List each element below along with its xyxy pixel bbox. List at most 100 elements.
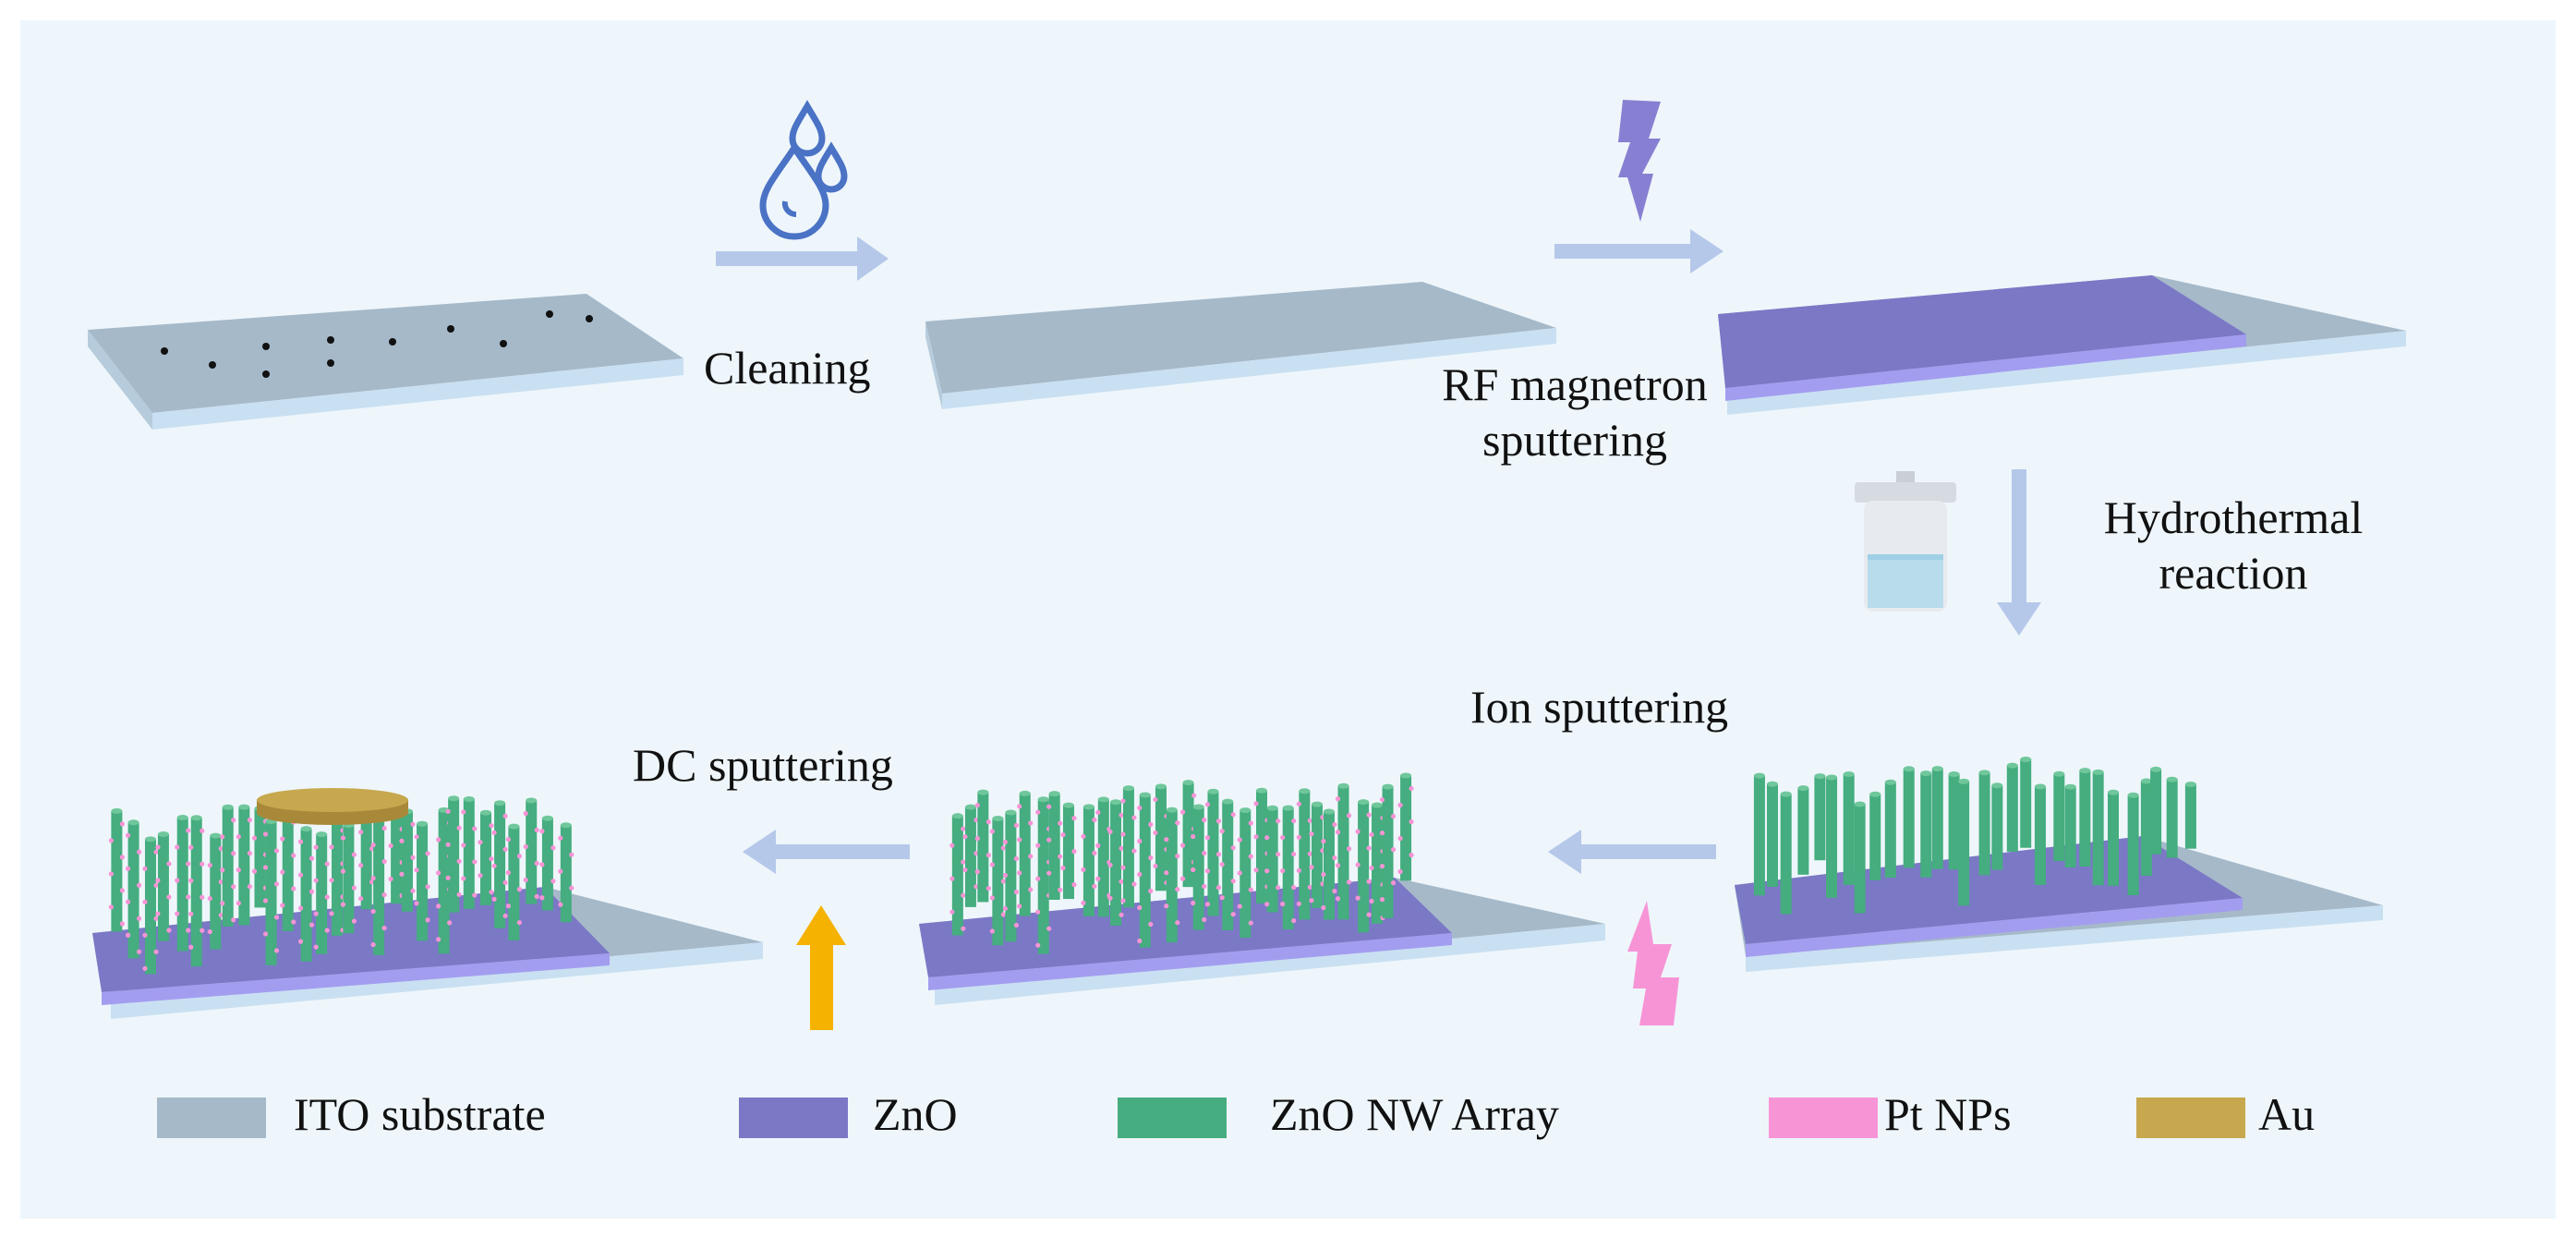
pt-nanoparticle — [1002, 839, 1008, 845]
pt-nanoparticle — [1390, 847, 1397, 853]
nanowire-tip — [1222, 798, 1234, 805]
pt-nanoparticle — [188, 844, 194, 850]
pt-nanoparticle — [986, 886, 991, 891]
pt-nanoparticle — [188, 878, 194, 883]
pt-nanoparticle — [1000, 879, 1006, 884]
pt-nanoparticle — [1346, 813, 1352, 819]
nanowire — [1139, 794, 1151, 948]
pt-nanoparticle — [505, 870, 511, 876]
pt-nanoparticle — [188, 944, 194, 950]
nanowire — [1155, 786, 1167, 891]
pt-nanoparticle — [313, 911, 319, 916]
pt-nanoparticle — [1237, 870, 1242, 876]
pt-nanoparticle — [472, 859, 478, 865]
pt-nanoparticle — [273, 915, 280, 920]
pt-nanoparticle — [1202, 850, 1207, 856]
pt-nanoparticle — [1379, 797, 1385, 803]
nanowire — [127, 822, 139, 959]
pt-nanoparticle — [1379, 831, 1385, 836]
nanowire-tip — [1048, 791, 1060, 797]
pt-nanoparticle — [558, 902, 563, 907]
pt-nanoparticle — [262, 865, 269, 870]
droplets-icon — [759, 100, 848, 240]
nanowire-tip — [238, 804, 250, 810]
pt-nanoparticle — [425, 917, 430, 923]
pt-nanoparticle — [516, 887, 522, 892]
pt-nanoparticle — [1202, 817, 1207, 823]
nanowire — [210, 835, 222, 950]
pt-nanoparticle — [262, 898, 269, 903]
pt-nanoparticle — [1028, 887, 1034, 892]
pt-nanoparticle — [436, 937, 441, 942]
nanowire — [1372, 805, 1384, 924]
pt-nanoparticle — [351, 885, 357, 891]
pt-nanoparticle — [1107, 862, 1113, 867]
yellow-up-arrow-icon — [796, 905, 846, 1030]
legend-label-au: Au — [2258, 1088, 2316, 1140]
pt-nanoparticle — [351, 918, 357, 924]
pt-nanoparticle — [200, 928, 205, 933]
zno-layer-front — [928, 933, 1452, 990]
pt-nanoparticle — [370, 842, 376, 848]
pt-nanoparticle — [186, 828, 191, 833]
nanowire-tip — [2092, 769, 2104, 775]
pt-nanoparticle — [502, 879, 508, 885]
pt-nanoparticle — [186, 861, 191, 867]
nanowire — [964, 806, 976, 907]
pt-nanoparticle — [558, 835, 563, 841]
pt-nanoparticle — [1179, 809, 1186, 815]
nanowire — [1797, 788, 1809, 875]
nanowire-tip — [1139, 792, 1151, 798]
pt-nanoparticle — [136, 849, 142, 855]
pt-nanoparticle — [136, 916, 142, 921]
nanowire-tip — [1110, 799, 1122, 806]
nanowire-tip — [526, 797, 538, 804]
panel-zno-seed-layer — [1718, 275, 2406, 415]
nanowire — [2064, 786, 2076, 867]
pt-nanoparticle — [962, 834, 968, 840]
nanowire — [1400, 775, 1412, 881]
pt-nanoparticle — [388, 876, 393, 882]
pt-nanoparticle — [175, 911, 180, 916]
pt-nanoparticle — [324, 928, 330, 933]
nanowire-tip — [2166, 776, 2178, 782]
pt-nanoparticle — [125, 832, 131, 838]
lightning-bolt-icon — [1618, 100, 1661, 222]
nanowires-with-pt — [108, 795, 574, 975]
pt-nanoparticle — [1219, 895, 1225, 901]
pt-nanoparticle — [188, 911, 194, 916]
pt-nanoparticle — [949, 843, 955, 848]
nanowire — [448, 798, 460, 913]
nanowire-tip — [1166, 806, 1178, 813]
nanowire — [1920, 773, 1932, 878]
pt-nanoparticle — [1164, 837, 1169, 843]
nanowire-tip — [1400, 772, 1412, 779]
nanowire — [1884, 782, 1896, 879]
nanowire — [360, 802, 372, 910]
pt-nanoparticle — [200, 861, 205, 867]
pt-nanoparticle — [1366, 845, 1372, 851]
pt-nanoparticle — [1164, 903, 1169, 909]
pt-nanoparticle — [1335, 863, 1341, 868]
pt-nanoparticle — [1369, 865, 1374, 871]
nanowire — [1255, 790, 1267, 903]
nanowire-tip — [1978, 770, 1990, 776]
pt-nanoparticle — [251, 868, 258, 874]
pt-nanoparticle — [329, 911, 334, 916]
zno-layer-front — [1746, 898, 2243, 957]
pt-nanoparticle — [1346, 879, 1352, 885]
pt-nanoparticle — [1369, 898, 1374, 904]
nanowire — [391, 799, 403, 904]
pt-nanoparticle — [1137, 871, 1143, 878]
pt-nanoparticle — [280, 903, 285, 908]
pt-nanoparticle — [1379, 897, 1385, 903]
arrow-rf-sputtering — [1554, 229, 1723, 273]
nanowire-tip — [1814, 773, 1826, 780]
pt-nanoparticle — [1002, 905, 1008, 912]
pt-nanoparticle — [1397, 868, 1403, 875]
pt-nanoparticle — [273, 848, 280, 854]
legend-swatch-zno — [739, 1098, 848, 1138]
nanowire-tip — [463, 795, 475, 802]
pt-nanoparticle — [247, 884, 252, 890]
